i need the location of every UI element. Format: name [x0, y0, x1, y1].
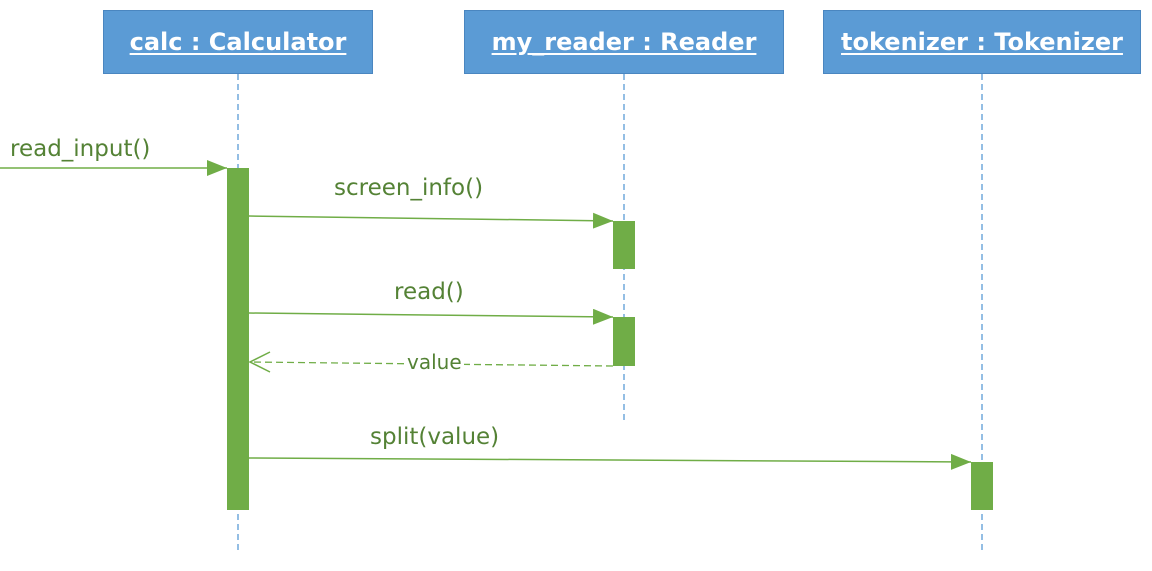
message-label-screen-info: screen_info()	[334, 175, 484, 201]
return-label-value: value	[405, 350, 464, 374]
activation-reader-read	[613, 317, 635, 366]
activation-reader-screen-info	[613, 221, 635, 269]
lifeline-header-calc: calc : Calculator	[103, 10, 373, 74]
message-arrow-read	[248, 308, 614, 325]
lifeline-title-reader: my_reader : Reader	[491, 28, 757, 56]
lifeline-title-calc: calc : Calculator	[129, 28, 347, 56]
lifeline-header-reader: my_reader : Reader	[464, 10, 784, 74]
message-arrow-split	[248, 453, 972, 470]
activation-tokenizer	[971, 462, 993, 510]
message-arrow-screen-info	[248, 212, 614, 229]
lifeline-title-tokenizer: tokenizer : Tokenizer	[841, 28, 1123, 56]
message-label-read: read()	[394, 279, 464, 305]
message-label-split: split(value)	[370, 424, 500, 450]
activation-calc	[227, 168, 249, 510]
message-label-read-input: read_input()	[10, 136, 151, 162]
lifeline-header-tokenizer: tokenizer : Tokenizer	[823, 10, 1141, 74]
return-arrowhead-value	[248, 351, 271, 373]
